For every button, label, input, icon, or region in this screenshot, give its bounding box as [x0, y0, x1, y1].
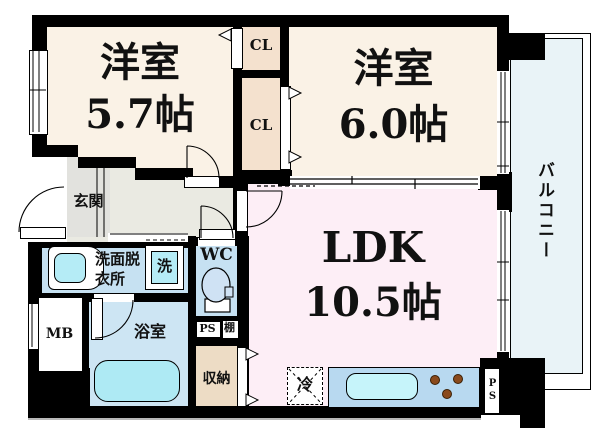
window: [497, 210, 509, 352]
door-leaf-storage: [237, 347, 248, 407]
door-leaf-bedroom1: [184, 176, 220, 188]
door-leaf-closet-upper: [231, 28, 243, 69]
storage-label: 収納: [202, 371, 231, 387]
ldk-size: 10.5帖: [304, 279, 442, 326]
sliding-partition: [290, 176, 480, 189]
wall: [28, 406, 481, 418]
door-gap-bath: [94, 294, 134, 302]
door-leaf-wc: [199, 229, 236, 240]
door-leaf-bath: [91, 298, 103, 340]
kitchen-sink: [346, 373, 418, 400]
wall: [135, 168, 193, 180]
wall: [188, 236, 196, 346]
wall: [188, 344, 196, 410]
shelf-label: 棚: [224, 321, 235, 334]
entrance-label: 玄関: [73, 192, 104, 210]
wall-balcony-bottom: [520, 385, 545, 428]
bedroom1-floor: [40, 20, 235, 157]
balcony-label: バルコニー: [534, 160, 554, 261]
wall: [278, 170, 292, 186]
closet-lower-label: CL: [249, 116, 273, 134]
balcony-floor: [510, 38, 583, 374]
ldk-name: LDK: [321, 223, 425, 272]
bedroom1-name: 洋室: [100, 39, 180, 86]
pipe-shaft-upper-label: PS: [199, 322, 216, 335]
washroom-label-line1: 洗面脱: [95, 250, 141, 268]
wall: [241, 70, 281, 78]
pipe-shaft-lower-strip: [484, 368, 500, 414]
shelf-chip: [222, 320, 239, 339]
wall: [497, 15, 509, 73]
closet-lower-floor: [242, 78, 280, 172]
door-gap-washroom: [108, 233, 188, 242]
pipe-shaft-upper-chip: [196, 321, 221, 338]
wall: [478, 176, 498, 190]
window: [497, 71, 509, 174]
wall: [233, 15, 242, 175]
door-gap-wc: [198, 238, 235, 246]
wall: [497, 172, 512, 212]
door-leaf-entrance: [20, 227, 66, 239]
wall: [33, 15, 508, 27]
closet-upper-label: CL: [249, 36, 273, 54]
wall: [32, 15, 47, 55]
wall: [32, 145, 78, 157]
entrance-door-arc: [18, 186, 65, 233]
closet-upper-floor: [242, 24, 280, 70]
bedroom2-name: 洋室: [353, 45, 434, 92]
shadow-line: [28, 418, 481, 420]
wc-label: WC: [200, 245, 233, 265]
washing-machine: [151, 251, 178, 284]
bedroom2-floor: [289, 27, 498, 177]
bathtub: [94, 360, 180, 402]
bedroom2-size: 6.0帖: [338, 101, 449, 148]
door-leaf-ldk: [236, 190, 248, 232]
pipe-shaft-lower-label: PS: [487, 378, 498, 404]
washroom-label-line2: 衣所: [95, 270, 126, 288]
refrigerator-label: 冷: [296, 375, 313, 394]
bedroom1-size: 5.7帖: [85, 91, 195, 138]
washing-machine-label: 洗: [156, 257, 172, 275]
wall: [28, 242, 188, 248]
wall-balcony-top: [508, 33, 545, 60]
meter-box-label: MB: [45, 326, 74, 342]
wall: [28, 368, 90, 413]
washroom-label: 洗面脱 衣所: [95, 249, 145, 289]
door-leaf-closet-lower: [280, 86, 291, 170]
storage-floor: [196, 344, 237, 408]
bedroom1-floor-step1: [78, 157, 235, 168]
bathroom-label: 浴室: [133, 322, 166, 341]
vanity-sink-bowl: [54, 253, 86, 283]
wall: [78, 157, 136, 168]
wall: [28, 242, 42, 298]
wall: [80, 293, 89, 410]
meter-box: [38, 297, 83, 372]
